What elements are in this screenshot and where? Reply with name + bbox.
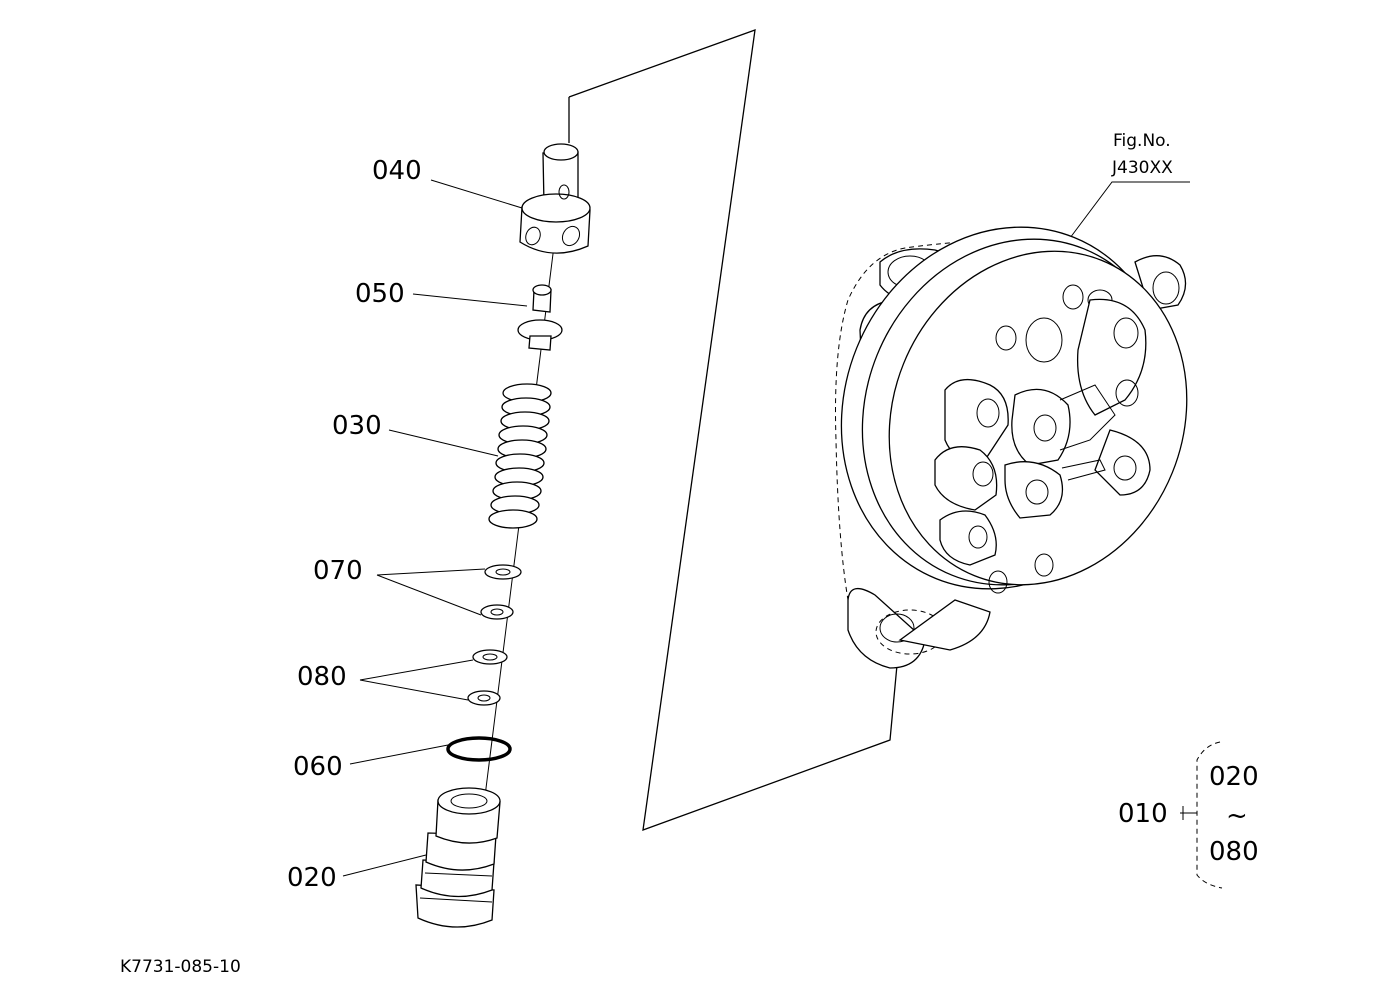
- part-070-washers: [480, 564, 522, 620]
- pump-housing: [835, 226, 1188, 669]
- part-040-poppet: [519, 143, 591, 254]
- part-030-spring: [488, 383, 552, 529]
- assembly-frame-lines: [568, 29, 898, 831]
- part-060-o-ring: [446, 736, 512, 762]
- assembly-range-end: 080: [1209, 837, 1259, 867]
- leader-lines: [342, 179, 1190, 877]
- callout-020: 020: [287, 863, 337, 893]
- assembly-range-separator: ~: [1226, 801, 1248, 831]
- assembly-bracket: [1180, 741, 1223, 889]
- part-020-plug: [415, 787, 501, 928]
- callout-070: 070: [313, 556, 363, 586]
- callout-030: 030: [332, 411, 382, 441]
- assembly-range-start: 020: [1209, 762, 1259, 792]
- fig-no-label: Fig.No.: [1113, 131, 1171, 151]
- part-050-plunger: [517, 284, 563, 351]
- drawing-code: K7731-085-10: [120, 957, 241, 977]
- callout-040: 040: [372, 156, 422, 186]
- callout-050: 050: [355, 279, 405, 309]
- callout-080: 080: [297, 662, 347, 692]
- fig-no-value: J430XX: [1112, 158, 1173, 178]
- part-080-washers: [467, 649, 508, 706]
- callout-060: 060: [293, 752, 343, 782]
- assembly-parent-number: 010: [1118, 799, 1168, 829]
